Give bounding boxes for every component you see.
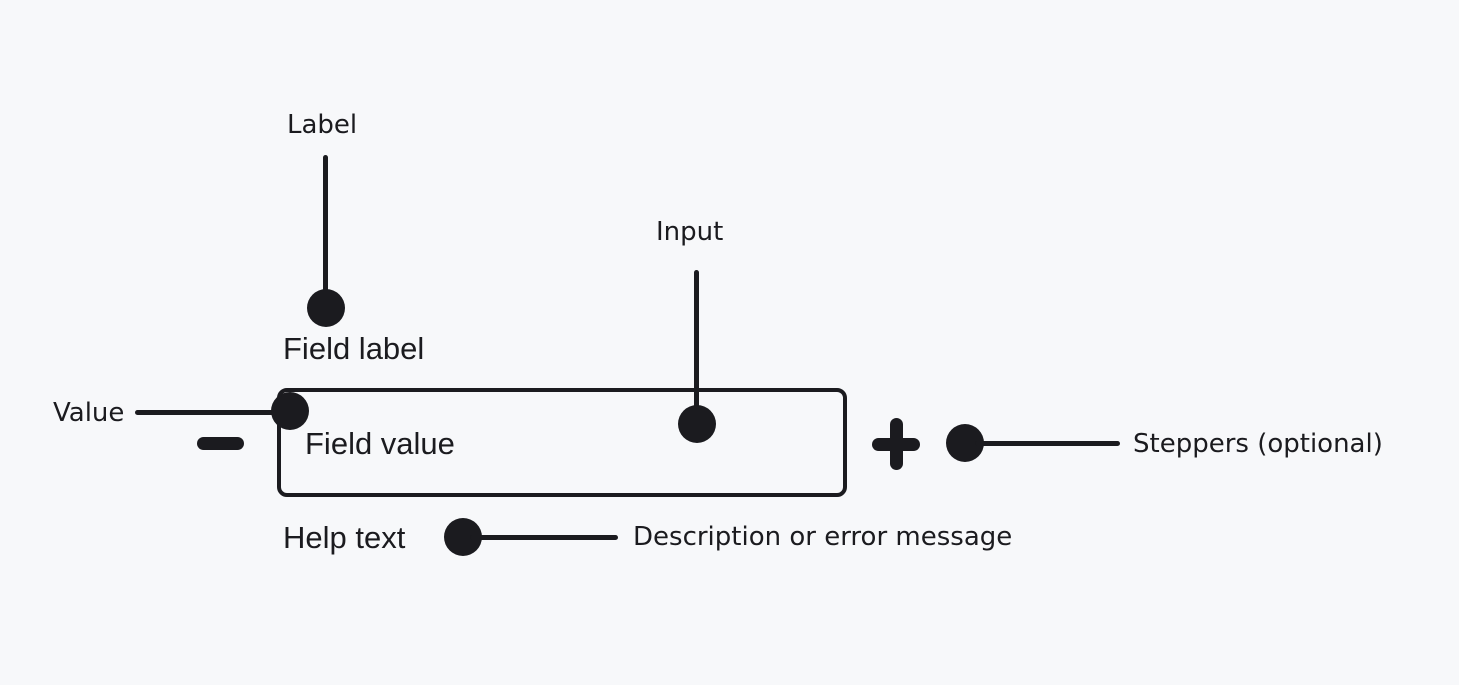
callout-help-connector-line: [470, 535, 618, 540]
callout-input-connector-line: [694, 270, 699, 420]
minus-icon: [197, 437, 244, 450]
callout-input-text: Input: [656, 217, 724, 247]
decrement-stepper-button[interactable]: [197, 437, 244, 450]
plus-icon: [872, 418, 920, 470]
callout-input-marker-dot: [678, 405, 716, 443]
plus-icon-vertical-bar: [889, 418, 903, 470]
field-value-text: Field value: [305, 426, 455, 461]
callout-value-text: Value: [53, 398, 125, 428]
callout-label-marker-dot: [307, 289, 345, 327]
callout-label-connector-line: [323, 155, 328, 301]
callout-label-text: Label: [287, 110, 358, 140]
callout-steppers-text: Steppers (optional): [1133, 429, 1383, 459]
callout-value-connector-line: [135, 410, 285, 415]
help-text: Help text: [283, 520, 406, 555]
callout-steppers-connector-line: [975, 441, 1120, 446]
callout-help-text: Description or error message: [633, 522, 1013, 552]
increment-stepper-button[interactable]: [872, 418, 920, 470]
field-label: Field label: [283, 331, 425, 366]
number-input-field[interactable]: [277, 388, 847, 497]
